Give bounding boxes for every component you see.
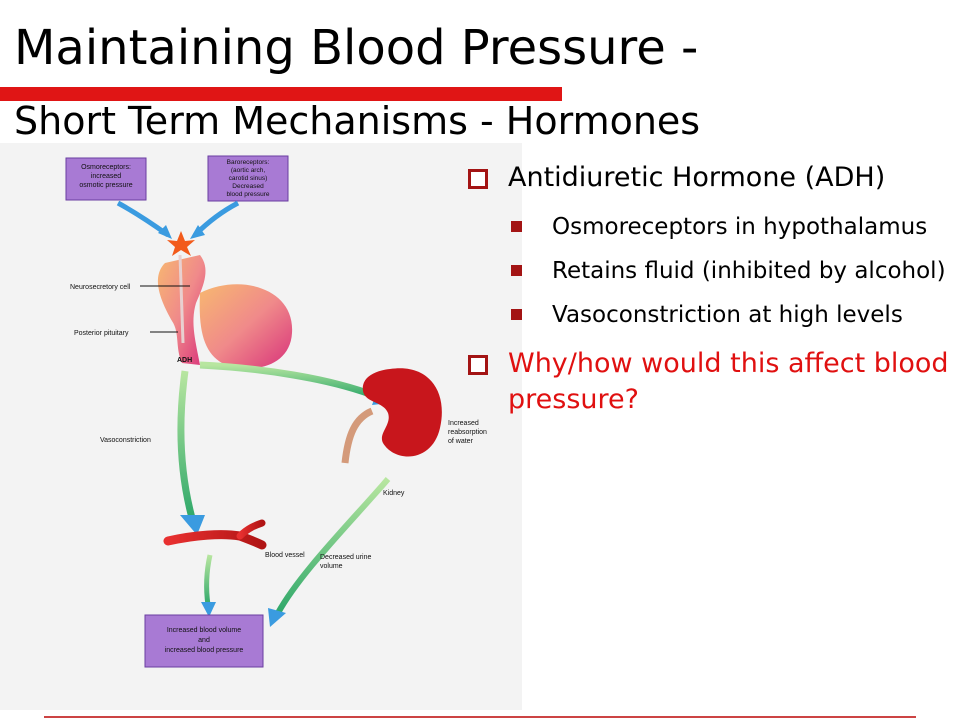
baro-line1: Baroreceptors: xyxy=(227,159,270,166)
urine-line2: volume xyxy=(320,563,343,570)
bullet-adh: Antidiuretic Hormone (ADH) xyxy=(462,160,954,196)
baro-line4: Decreased xyxy=(232,183,264,190)
arrow-to-vessel-head xyxy=(180,515,205,535)
sub-bullet-osmoreceptors: Osmoreceptors in hypothalamus xyxy=(462,210,954,244)
filled-square-bullet-icon xyxy=(511,265,522,276)
bullet-question-text: Why/how would this affect blood pressure… xyxy=(508,348,949,415)
footer-divider xyxy=(44,716,916,718)
slide-title-line1: Maintaining Blood Pressure - xyxy=(14,20,699,76)
baro-line3: carotid sinus) xyxy=(229,175,268,182)
result-line3: increased blood pressure xyxy=(165,647,244,654)
kidney-illustration xyxy=(341,368,442,464)
result-line1: Increased blood volume xyxy=(167,627,241,634)
baroreceptors-box: Baroreceptors: (aortic arch, carotid sin… xyxy=(207,155,289,202)
osmo-arrow xyxy=(116,200,170,238)
sub-bullet-retains-fluid: Retains fluid (inhibited by alcohol) xyxy=(462,254,954,288)
neuron-star-icon xyxy=(167,231,195,256)
bullet-list: Antidiuretic Hormone (ADH) Osmoreceptors… xyxy=(462,160,954,432)
baro-arrowhead xyxy=(190,225,205,239)
adh-diagram: Osmoreceptors: increased osmotic pressur… xyxy=(0,143,522,710)
pituitary-gland xyxy=(157,254,293,369)
arrow-to-vessel xyxy=(177,370,196,519)
filled-square-bullet-icon xyxy=(511,221,522,232)
sub-bullet-vasoconstriction: Vasoconstriction at high levels xyxy=(462,298,954,332)
hollow-square-bullet-icon xyxy=(468,169,488,189)
osmo-line3: osmotic pressure xyxy=(79,182,132,189)
urine-line1: Decreased urine xyxy=(320,554,371,561)
bullet-adh-text: Antidiuretic Hormone (ADH) xyxy=(508,162,886,193)
vasoconstriction-label: Vasoconstriction xyxy=(100,437,151,444)
kidney-label: Kidney xyxy=(383,490,405,497)
bullet-question: Why/how would this affect blood pressure… xyxy=(462,346,954,418)
reabsorption-line2: reabsorption xyxy=(448,429,487,436)
vessel-to-result-head xyxy=(201,602,216,617)
osmoreceptors-box: Osmoreceptors: increased osmotic pressur… xyxy=(65,157,147,201)
neurosecretory-label: Neurosecretory cell xyxy=(70,284,131,291)
result-box: Increased blood volume and increased blo… xyxy=(144,614,264,668)
sub-bullet-retains-fluid-text: Retains fluid (inhibited by alcohol) xyxy=(552,258,946,284)
reabsorption-line3: of water xyxy=(448,438,474,445)
osmo-line2: increased xyxy=(91,173,121,180)
blood-vessel-illustration xyxy=(163,519,267,550)
kidney-to-result-head xyxy=(268,608,286,627)
posterior-pituitary-label: Posterior pituitary xyxy=(74,330,129,337)
baro-line5: blood pressure xyxy=(227,191,270,198)
slide-title-line2: Short Term Mechanisms - Hormones xyxy=(14,99,701,143)
hollow-square-bullet-icon xyxy=(468,355,488,375)
sub-bullet-osmoreceptors-text: Osmoreceptors in hypothalamus xyxy=(552,214,928,240)
blood-vessel-label: Blood vessel xyxy=(265,552,305,559)
arrow-to-kidney xyxy=(199,361,380,401)
adh-label: ADH xyxy=(177,357,192,364)
vessel-to-result-arrow xyxy=(204,554,213,606)
sub-bullet-vasoconstriction-text: Vasoconstriction at high levels xyxy=(552,302,903,328)
filled-square-bullet-icon xyxy=(511,309,522,320)
reabsorption-line1: Increased xyxy=(448,420,479,427)
osmo-line1: Osmoreceptors: xyxy=(81,164,131,171)
baro-line2: (aortic arch, xyxy=(231,167,266,174)
result-line2: and xyxy=(198,637,210,644)
kidney-to-result-arrow xyxy=(275,477,391,615)
osmo-arrowhead xyxy=(158,225,172,239)
title-accent-bar xyxy=(0,87,562,101)
